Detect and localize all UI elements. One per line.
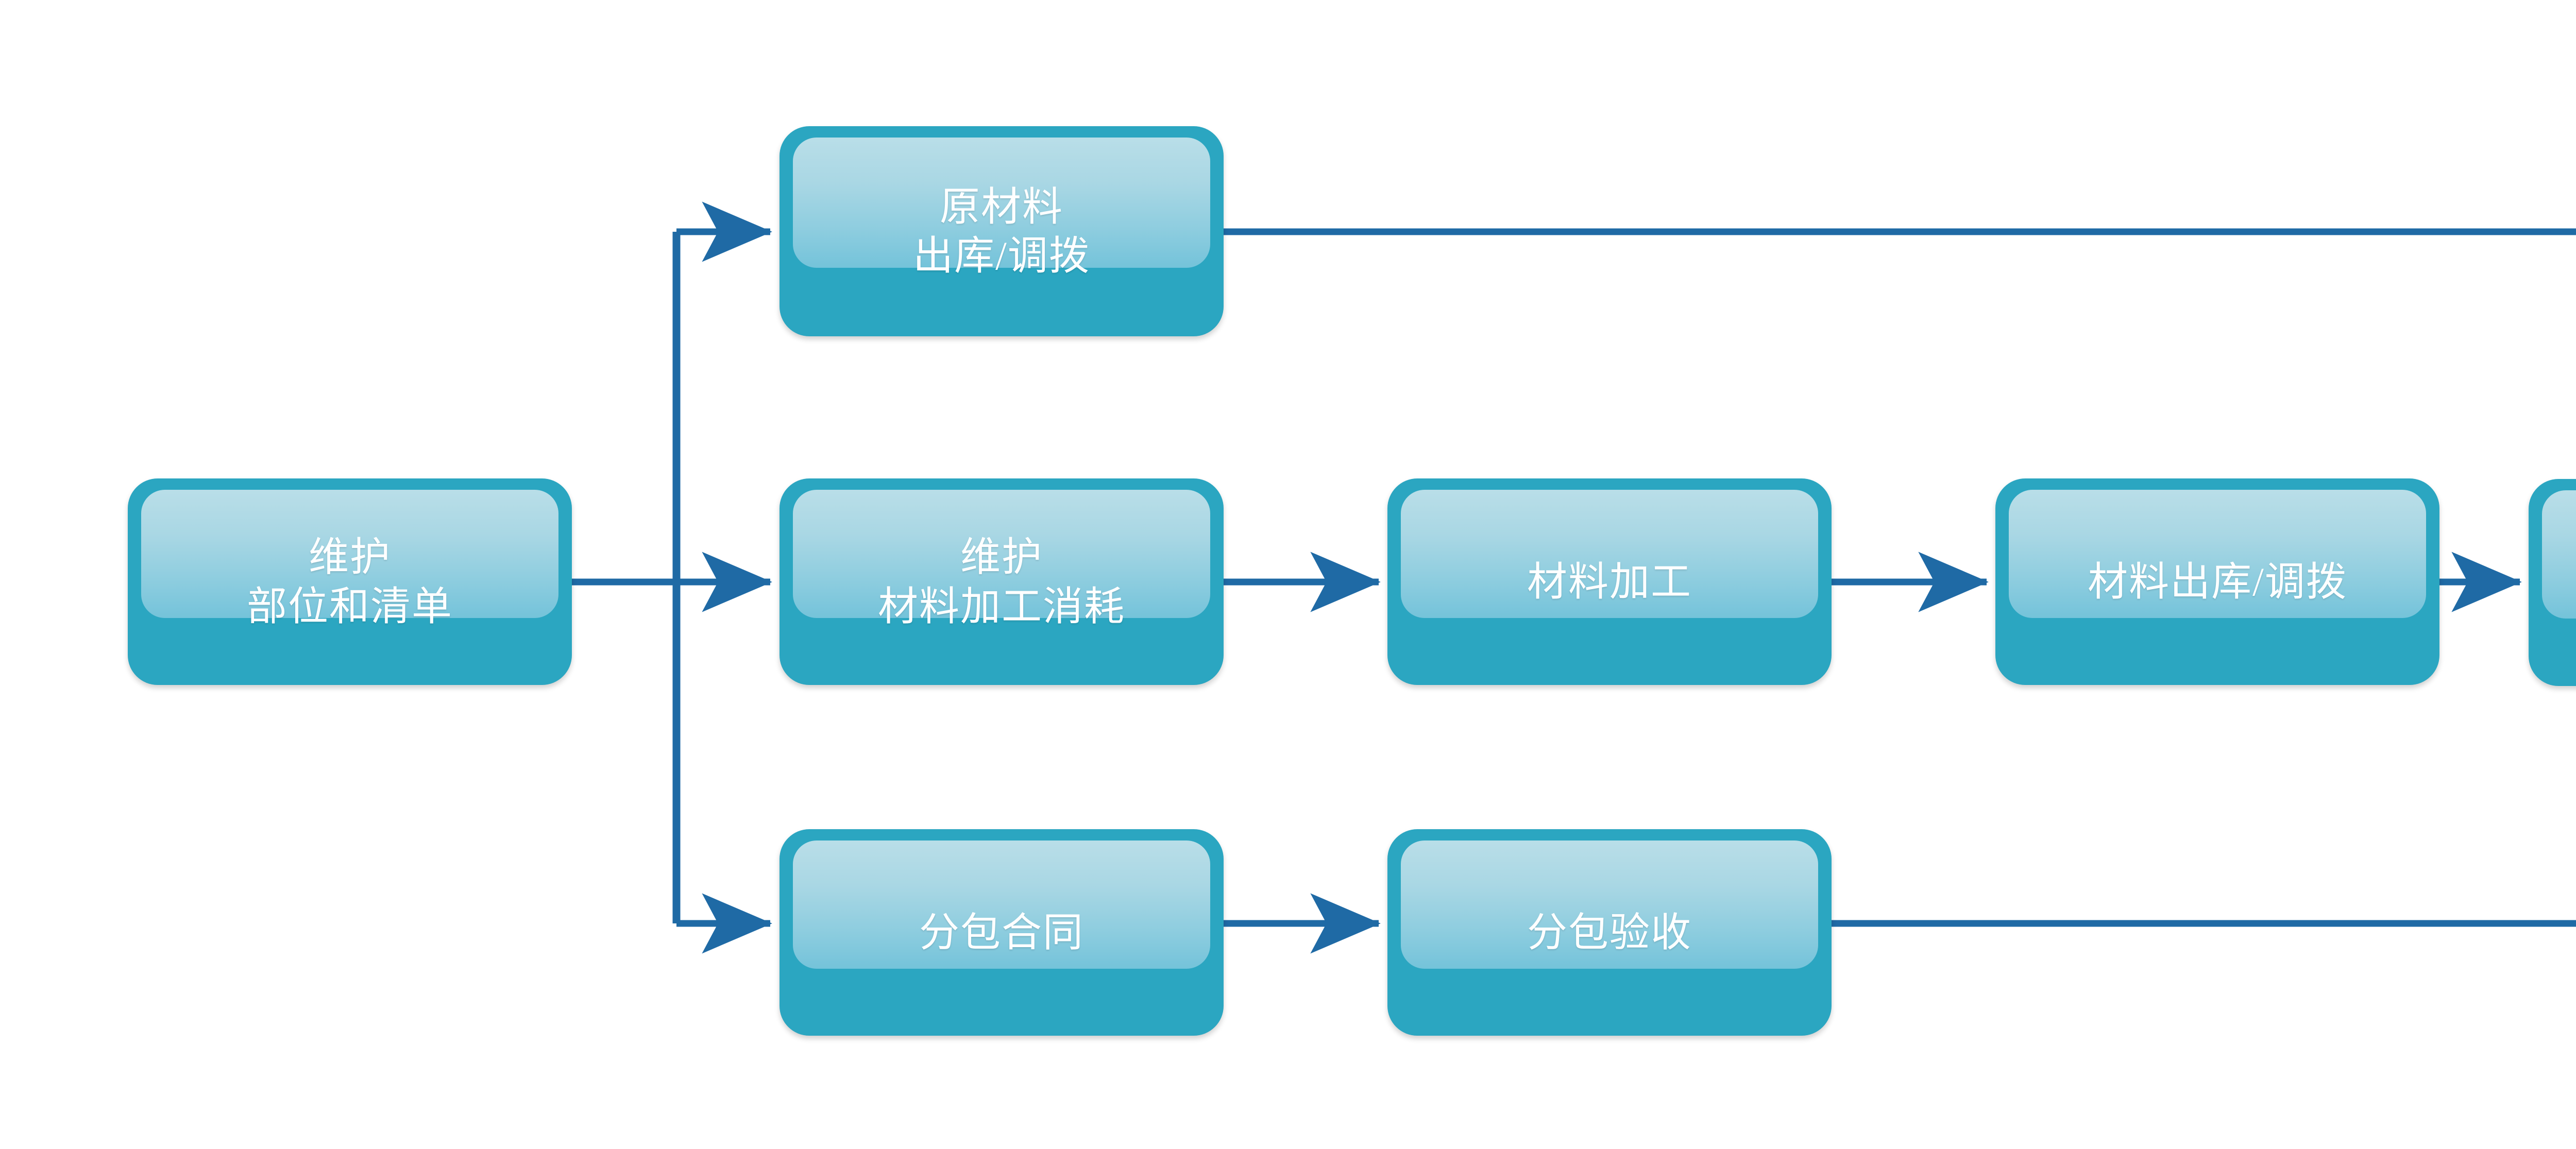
- node-label: 材料出库/调拨: [2088, 559, 2347, 604]
- node-label: 分包合同: [919, 910, 1084, 955]
- edge-acceptance-to-analysis-bottom: [1832, 920, 2576, 927]
- node-material-processing[interactable]: 材料加工: [1387, 478, 1832, 685]
- node-subcontract-acceptance[interactable]: 分包验收: [1387, 829, 1832, 1036]
- node-subcontract-contract[interactable]: 分包合同: [779, 829, 1224, 1036]
- node-maintain-material-consume[interactable]: 维护 材料加工消耗: [779, 478, 1224, 685]
- node-label: 分包验收: [1527, 910, 1692, 955]
- node-label: 维护 部位和清单: [246, 535, 453, 629]
- node-material-issue-transfer[interactable]: 材料出库/调拨: [1995, 478, 2439, 685]
- node-project-progress-analysis[interactable]: 工程进度分析: [2529, 479, 2576, 686]
- edge-raw-material-to-analysis-top: [1224, 228, 2576, 235]
- node-label: 原材料 出库/调拨: [913, 184, 1090, 278]
- node-maintain-parts-and-list[interactable]: 维护 部位和清单: [128, 478, 572, 685]
- node-raw-material-issue[interactable]: 原材料 出库/调拨: [779, 126, 1224, 336]
- node-label: 材料加工: [1527, 559, 1692, 604]
- node-label: 维护 材料加工消耗: [877, 535, 1125, 629]
